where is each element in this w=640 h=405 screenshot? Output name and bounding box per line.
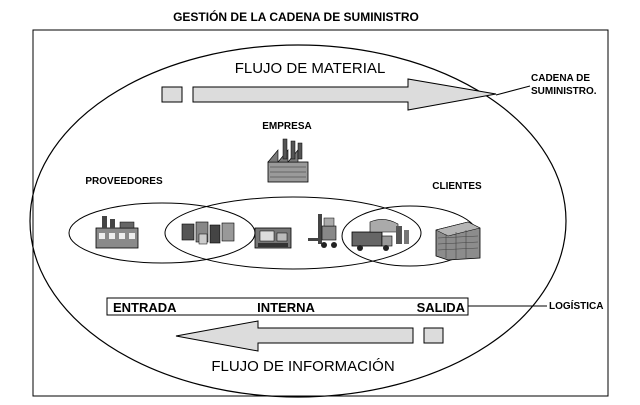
- material-flow-label: FLUJO DE MATERIAL: [235, 60, 386, 77]
- company-ellipse: [164, 196, 422, 270]
- company-label: EMPRESA: [262, 121, 311, 132]
- material-flow-box: [161, 86, 183, 103]
- factory-icon: [95, 216, 139, 249]
- logistics-exit-label: SALIDA: [417, 300, 466, 315]
- information-flow-arrow: [175, 320, 414, 352]
- supply-chain-label-line2: SUMINISTRO.: [531, 86, 597, 97]
- logistics-label: LOGÍSTICA: [549, 299, 603, 312]
- supply-chain-label-line1: CADENA DE: [531, 73, 590, 84]
- company-factory-icon: [267, 138, 309, 183]
- delivery-truck-icon: [351, 219, 409, 251]
- suppliers-label: PROVEEDORES: [85, 176, 163, 187]
- supply-chain-ellipse: [29, 44, 567, 398]
- logistics-internal-label: INTERNA: [257, 300, 315, 315]
- information-flow-box: [423, 327, 444, 344]
- warehouse-goods-icon: [181, 221, 235, 245]
- building-icon: [435, 221, 481, 261]
- logistics-entry-label: ENTRADA: [113, 300, 177, 315]
- supply-chain-leader-line: [495, 85, 531, 96]
- office-computer-icon: [254, 227, 292, 249]
- information-flow-label: FLUJO DE INFORMACIÓN: [211, 358, 394, 375]
- material-flow-arrow: [192, 78, 497, 111]
- forklift-icon: [308, 214, 337, 248]
- customers-label: CLIENTES: [432, 181, 482, 192]
- diagram-title: GESTIÓN DE LA CADENA DE SUMINISTRO: [173, 9, 419, 24]
